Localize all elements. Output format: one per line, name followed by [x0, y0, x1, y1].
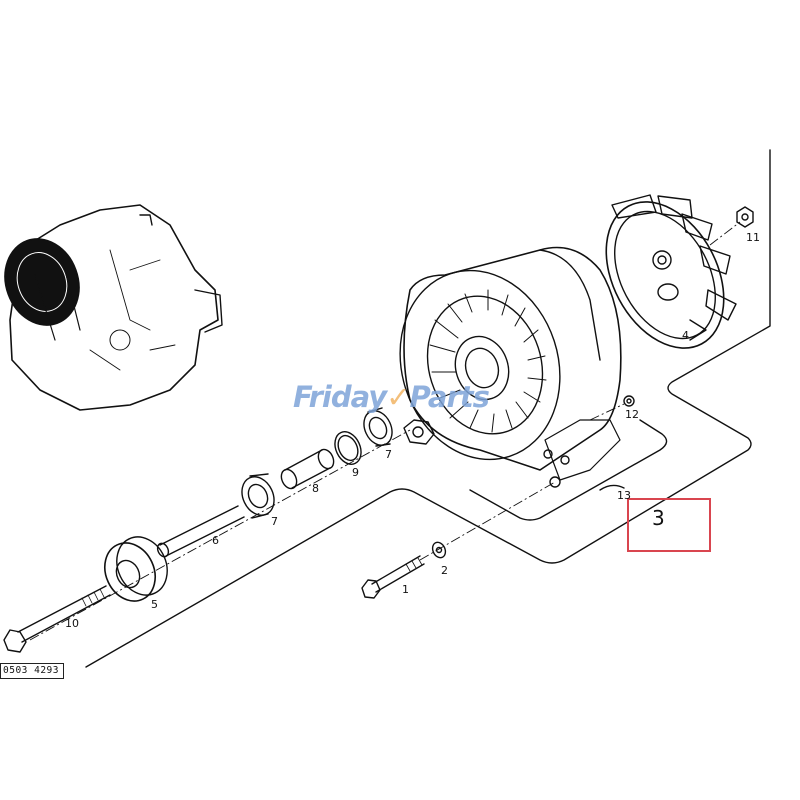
callout-9[interactable]: 9 [352, 466, 359, 479]
leader-13 [599, 484, 625, 491]
callout-8[interactable]: 8 [312, 482, 319, 495]
callout-5[interactable]: 5 [151, 598, 158, 611]
boundary-line-inner [469, 419, 668, 521]
callout-11[interactable]: 11 [746, 231, 760, 244]
bolt-1-art [361, 555, 425, 599]
drawing-number: 0503 4293 [0, 663, 64, 679]
callout-13[interactable]: 13 [617, 489, 631, 502]
callout-12[interactable]: 12 [625, 408, 639, 421]
axis-line-nut-12 [589, 403, 625, 421]
callout-4[interactable]: 4 [682, 329, 689, 342]
pulley-5-art [104, 536, 168, 602]
callout-7-lower[interactable]: 7 [271, 515, 278, 528]
callout-7-upper[interactable]: 7 [385, 448, 392, 461]
watermark-text-left: Friday [293, 380, 387, 414]
housing-art [399, 246, 622, 488]
axis-line-nut-11 [709, 221, 741, 246]
callout-3[interactable]: 3 [652, 506, 665, 530]
fan-impeller-art [605, 194, 737, 349]
axis-line-shaft [29, 429, 411, 641]
watermark-check-icon: ✓ [386, 380, 410, 414]
watermark-logo: Friday✓Parts [293, 380, 490, 414]
circlip-9-art [334, 431, 362, 465]
nut-12-art [623, 395, 635, 407]
spacer-8-art [280, 448, 335, 490]
nut-11-art [736, 206, 754, 228]
callout-6[interactable]: 6 [212, 534, 219, 547]
sleeve-6-art [156, 505, 245, 558]
watermark-text-right: Parts [409, 380, 490, 414]
callout-1[interactable]: 1 [402, 583, 409, 596]
axis-line-bolt-1 [419, 481, 556, 561]
boundary-line-outer [85, 149, 771, 668]
bolt-10-art [3, 585, 111, 653]
callout-10[interactable]: 10 [65, 617, 79, 630]
bearing-7-lower-art [241, 473, 275, 519]
callout-2[interactable]: 2 [441, 564, 448, 577]
highlight-box-item-3 [627, 498, 711, 552]
washer-2-art [431, 541, 447, 559]
engine-thumbnail-art [4, 204, 223, 411]
